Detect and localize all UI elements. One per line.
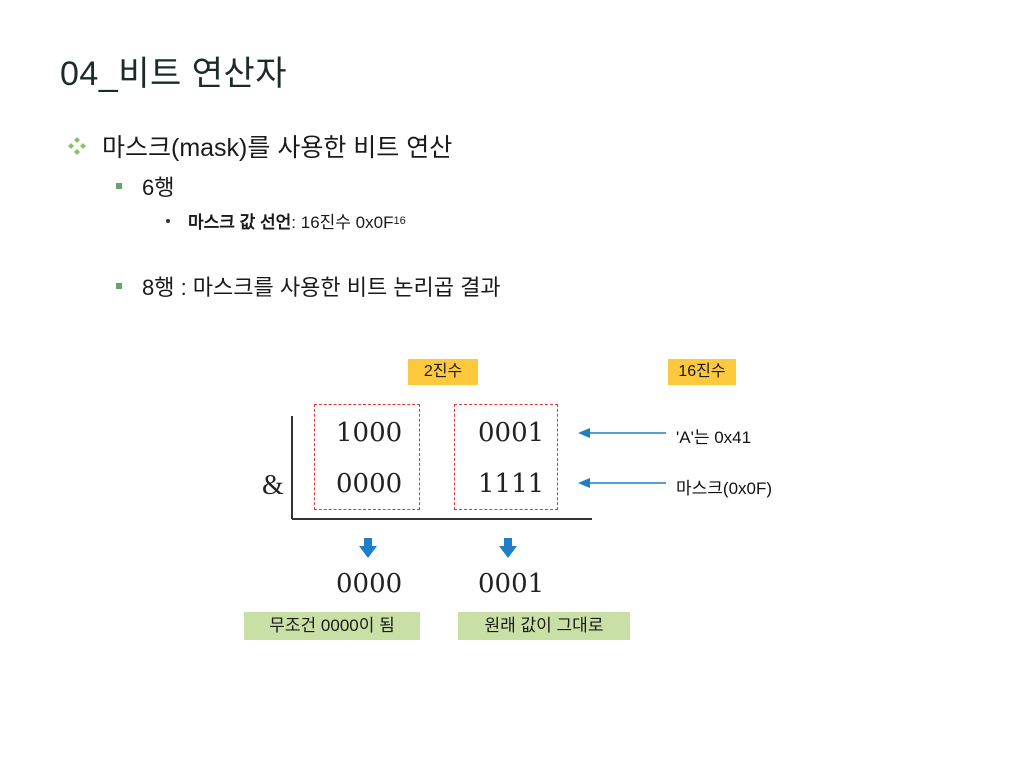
slide-title: 04_비트 연산자 [60,55,288,93]
diamond-bullet-icon [68,137,86,155]
bullet-line8: 8행 : 마스크를 사용한 비트 논리곱 결과 [116,270,501,302]
mask-declaration-label: 마스크 값 선언 [188,213,292,232]
result-low-label: 원래 값이 그대로 [458,612,630,640]
bullet-line6: 6행 [116,170,174,202]
square-bullet-icon [116,183,122,189]
down-arrow-icon-high [359,538,377,558]
dot-bullet-icon [166,218,170,223]
down-arrow-icon-low [499,538,517,558]
row1-label: 'A'는 0x41 [676,428,752,447]
low-nibble-box [454,404,558,510]
square-bullet-icon [116,283,122,289]
row1-high-nibble: 1000 [336,418,403,448]
row2-high-nibble: 0000 [336,469,403,499]
row2-arrow-head [578,478,590,488]
mask-declaration-value: : 16진수 0x0F [291,213,394,232]
result-low-nibble: 0001 [478,569,545,599]
and-operator: & [262,470,284,501]
bullet-main-text: 마스크(mask)를 사용한 비트 연산 [102,134,453,162]
result-high-label: 무조건 0000이 됨 [244,612,420,640]
binary-tag: 2진수 [408,359,478,385]
row1-arrow-head [578,428,590,438]
result-high-nibble: 0000 [336,569,403,599]
hex-tag: 16진수 [668,359,736,385]
row2-label: 마스크(0x0F) [676,479,773,498]
bullet-main: 마스크(mask)를 사용한 비트 연산 [66,128,452,164]
hex-subscript: 16 [393,214,406,227]
high-nibble-box [314,404,420,510]
row1-low-nibble: 0001 [478,418,545,448]
row2-low-nibble: 1111 [478,469,545,499]
bullet-line8-text: 8행 : 마스크를 사용한 비트 논리곱 결과 [142,275,501,300]
bullet-line6-text: 6행 [142,175,175,200]
